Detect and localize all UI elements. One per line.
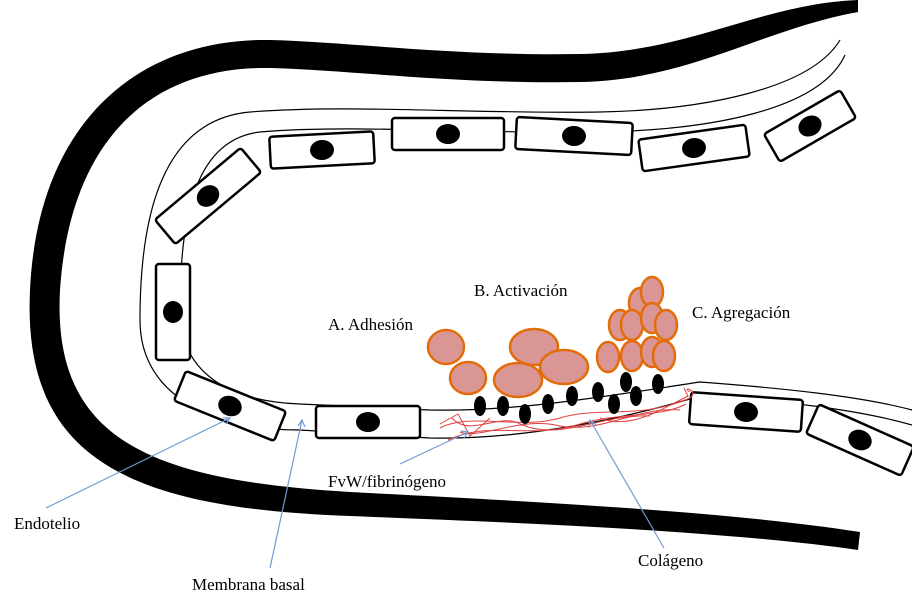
- vessel-outer-wall: [30, 0, 860, 550]
- endothelial-cell: [156, 264, 190, 360]
- label-membrana: Membrana basal: [192, 575, 305, 594]
- label-fvw: FvW/fibrinógeno: [328, 472, 446, 491]
- endothelial-cell: [806, 404, 912, 476]
- endothelial-cell: [764, 90, 856, 162]
- label-adhesion: A. Adhesión: [328, 315, 414, 334]
- label-endotelio: Endotelio: [14, 514, 80, 533]
- activated-platelets: [428, 329, 588, 397]
- endothelial-cell: [269, 131, 375, 168]
- endothelial-cell: [515, 117, 633, 155]
- endothelial-cell: [174, 371, 286, 441]
- label-agregacion: C. Agregación: [692, 303, 791, 322]
- platelet-aggregate: [597, 277, 677, 372]
- endothelial-cell: [689, 392, 803, 432]
- endothelial-cell: [638, 125, 749, 172]
- label-activacion: B. Activación: [474, 281, 568, 300]
- endothelial-cell: [392, 118, 504, 150]
- label-colageno: Colágeno: [638, 551, 703, 570]
- endothelial-cell: [316, 406, 420, 438]
